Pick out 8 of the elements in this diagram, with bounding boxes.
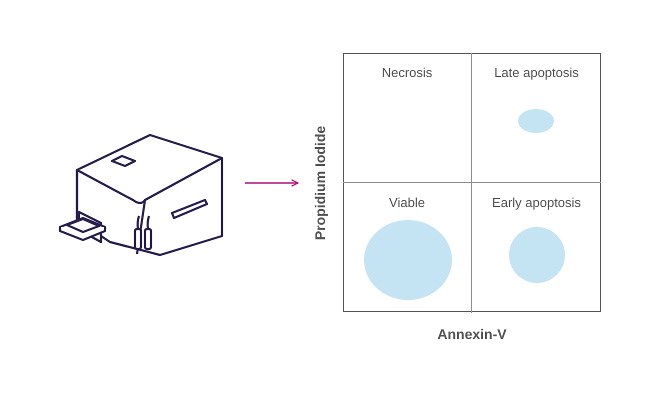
quadrant-label: Late apoptosis (493, 65, 580, 81)
axis-label: Propidium Iodide (312, 126, 328, 240)
quadrant-label: Necrosis (380, 65, 434, 81)
quadrant (343, 53, 472, 183)
quadrant-label: Viable (388, 195, 426, 211)
quadrant-label: Early apoptosis (491, 195, 582, 211)
axis-label: Annexin-V (437, 326, 507, 342)
arrow (245, 179, 299, 187)
